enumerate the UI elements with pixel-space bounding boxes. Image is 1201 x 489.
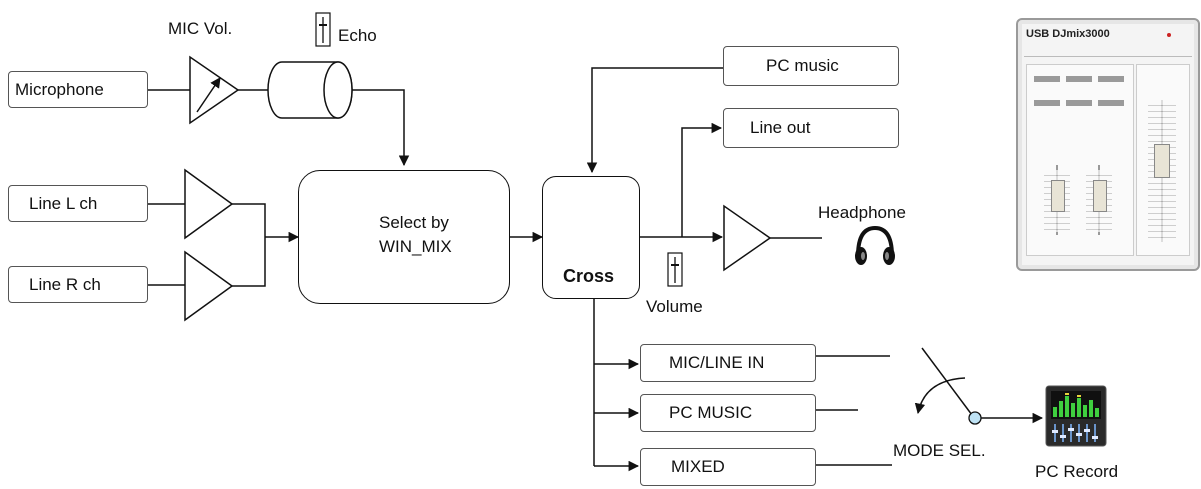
device-header-divider: [1024, 56, 1192, 57]
device-title: USB DJmix3000: [1026, 28, 1110, 40]
line-l-amp-triangle: [184, 168, 234, 240]
device-left-section: [1026, 64, 1134, 256]
pc-music-box: PC music: [723, 46, 899, 86]
record-source-pcmusic-box: PC MUSIC: [640, 394, 816, 432]
record-source-pcmusic-label: PC MUSIC: [669, 403, 753, 422]
microphone-input-box: Microphone: [8, 71, 148, 108]
line-r-amp-triangle: [184, 250, 234, 322]
select-block: [298, 170, 510, 304]
line-l-label: Line L ch: [29, 193, 98, 213]
echo-cylinder-cap: [323, 61, 353, 119]
pc-record-icon: [1045, 385, 1107, 447]
microphone-label: Microphone: [15, 79, 104, 99]
wire-lr-merge: [232, 203, 266, 287]
line-out-label: Line out: [750, 118, 811, 137]
mic-amp-triangle: [189, 55, 240, 125]
wire-echo-select: [352, 89, 410, 167]
mic-vol-label: MIC Vol.: [168, 19, 233, 38]
volume-label: Volume: [646, 297, 703, 316]
headphone-icon: [855, 225, 895, 265]
line-out-box: Line out: [723, 108, 899, 148]
record-source-mixed-label: MIXED: [671, 457, 725, 476]
usb-djmix-device-panel: USB DJmix3000: [1016, 18, 1200, 271]
mode-sel-label: MODE SEL.: [893, 441, 986, 460]
echo-label: Echo: [338, 26, 377, 45]
line-l-input-box: Line L ch: [8, 185, 148, 222]
mic-vol-arrow: [196, 77, 221, 113]
cross-block: [542, 176, 640, 299]
pc-music-label: PC music: [766, 56, 839, 75]
wire-lineout: [681, 122, 723, 237]
pc-record-label: PC Record: [1035, 462, 1119, 481]
volume-fader-icon: [667, 252, 683, 287]
line-r-input-box: Line R ch: [8, 266, 148, 303]
mode-switch-rotation-arrow: [914, 377, 966, 415]
record-source-micline-label: MIC/LINE IN: [669, 353, 765, 372]
echo-fader-icon: [315, 12, 331, 47]
headphone-amp-triangle: [723, 204, 772, 272]
select-label-line1: Select by: [379, 213, 449, 232]
headphone-label: Headphone: [818, 203, 906, 222]
mode-switch-node: [968, 411, 982, 425]
record-source-micline-box: MIC/LINE IN: [640, 344, 816, 382]
record-source-mixed-box: MIXED: [640, 448, 816, 486]
wire-pcmusic-cross: [586, 67, 723, 174]
device-led-icon: [1167, 33, 1171, 37]
line-r-label: Line R ch: [29, 274, 101, 294]
select-label-line2: WIN_MIX: [379, 237, 452, 256]
cross-label: Cross: [563, 266, 615, 286]
